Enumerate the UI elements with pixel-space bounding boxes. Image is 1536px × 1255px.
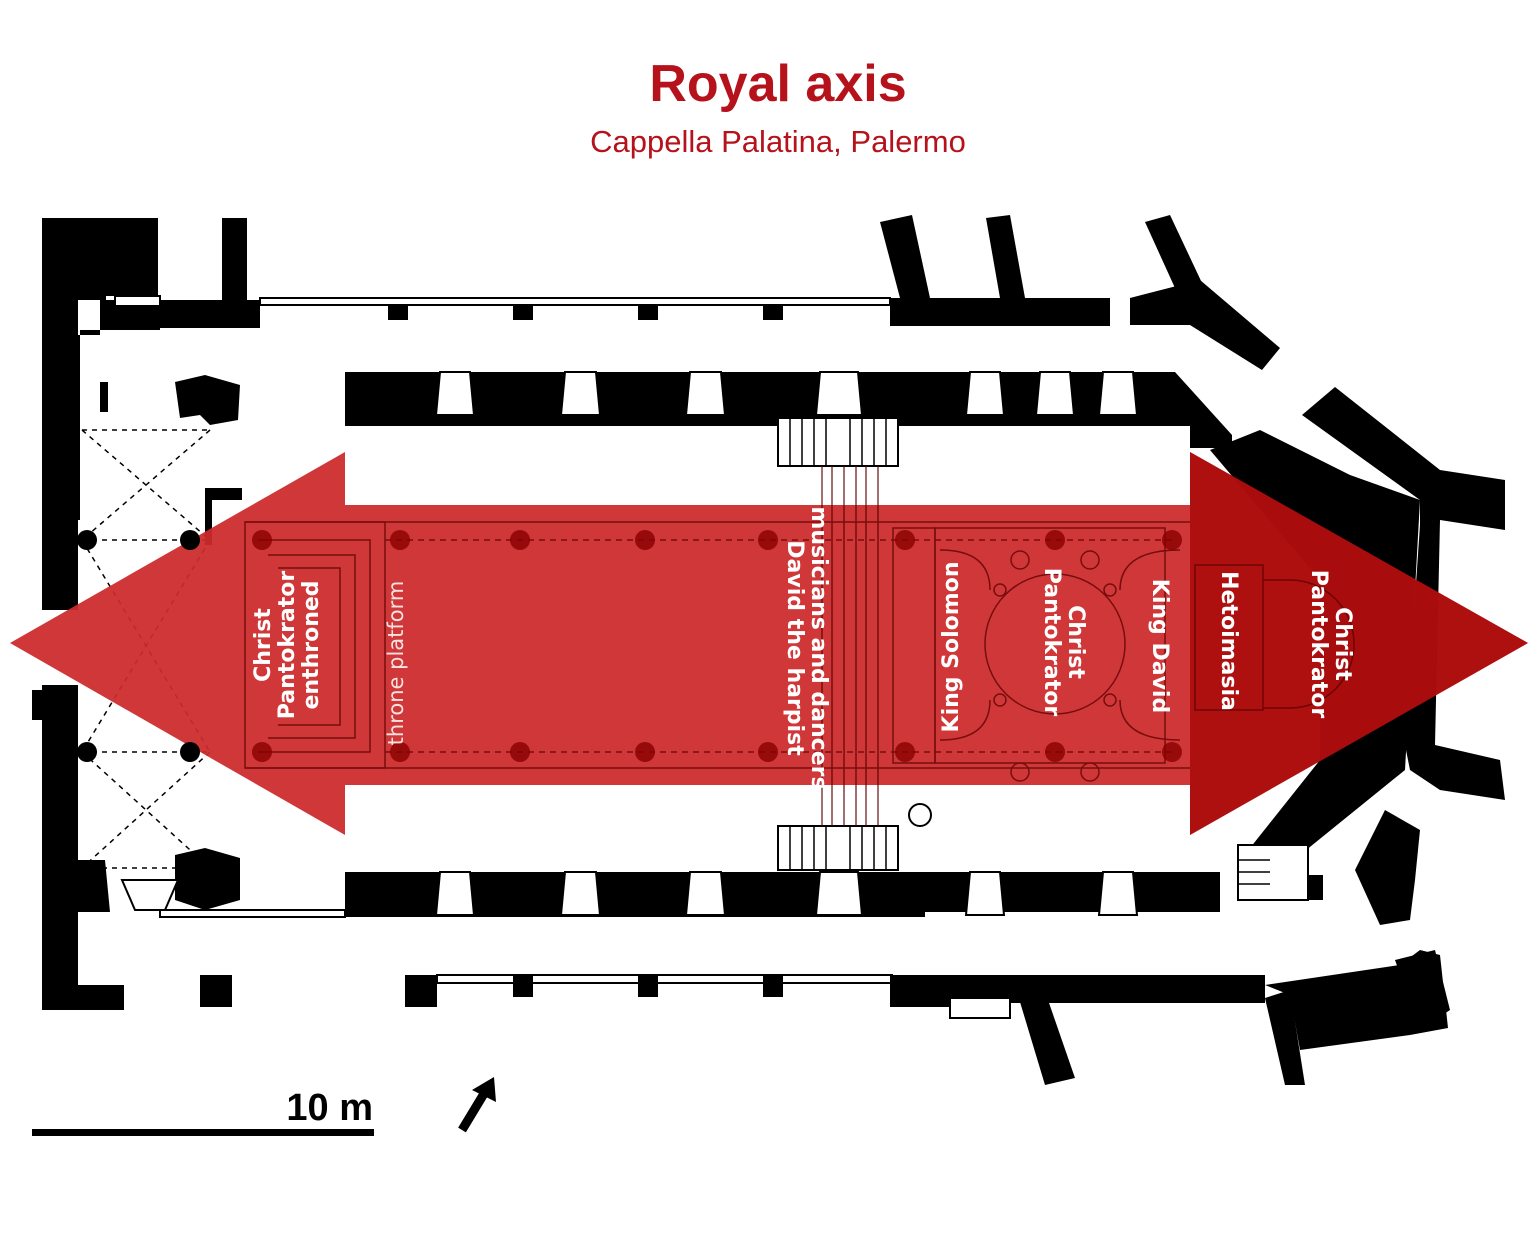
label-musicians: musicians and dancers David the harpist	[782, 506, 831, 789]
label-king-david: King David	[1147, 579, 1172, 713]
nave-details	[244, 466, 1355, 826]
label-hetoimasia: Hetoimasia	[1216, 571, 1241, 711]
page-subtitle: Cappella Palatina, Palermo	[590, 124, 966, 159]
label-christ-enthroned: Christ Pantokrator enthroned	[251, 571, 324, 720]
svg-text:Christ: Christ	[251, 608, 276, 682]
font-basin	[908, 803, 932, 827]
north-arrow-icon	[458, 1077, 496, 1133]
narthex-columns	[77, 530, 200, 762]
svg-text:Pantokrator: Pantokrator	[1306, 570, 1331, 719]
label-christ-dome: Christ Pantokrator	[1039, 568, 1088, 717]
svg-text:David the harpist: David the harpist	[782, 540, 807, 756]
label-throne-platform: throne platform	[384, 581, 408, 746]
svg-text:enthroned: enthroned	[299, 580, 324, 709]
sanctuary-overlay	[1190, 452, 1528, 835]
label-christ-apse: Christ Pantokrator	[1306, 570, 1355, 719]
nave-columns	[252, 530, 1182, 762]
svg-text:Pantokrator: Pantokrator	[1039, 568, 1064, 717]
svg-text:Christ: Christ	[1063, 605, 1088, 679]
svg-text:Pantokrator: Pantokrator	[275, 571, 300, 720]
scale-bar: 10 m	[32, 1087, 374, 1136]
page-title: Royal axis	[649, 55, 906, 113]
svg-text:Christ: Christ	[1330, 607, 1355, 681]
floor-plan-walls	[32, 215, 1505, 1085]
svg-text:musicians and dancers: musicians and dancers	[806, 506, 831, 789]
royal-axis-arrow	[10, 452, 1528, 835]
label-king-solomon: King Solomon	[939, 562, 964, 733]
scale-bar-label: 10 m	[286, 1087, 373, 1129]
